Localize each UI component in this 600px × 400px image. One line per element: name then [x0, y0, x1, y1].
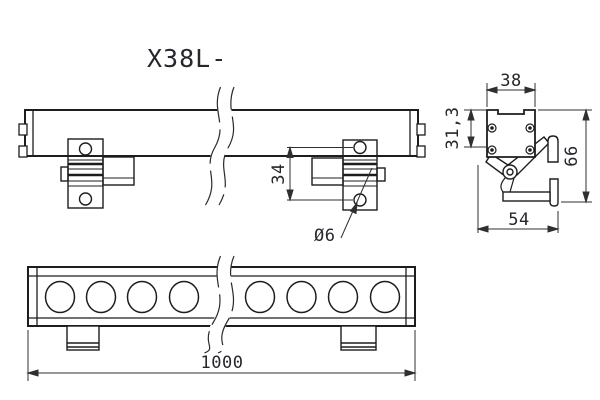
arrowhead	[467, 136, 475, 149]
led-lens	[244, 280, 276, 314]
arrowhead	[286, 189, 294, 202]
hinge-knuckle-right	[343, 159, 377, 187]
dim-hole-spacing-label: 34	[269, 163, 289, 184]
bracket-hook-upper	[547, 135, 559, 163]
bracket-pivot-outer	[502, 164, 518, 180]
dim-hole-diameter-label: Ø6	[314, 226, 335, 246]
arrowhead	[476, 225, 489, 233]
arrowhead	[349, 201, 358, 215]
dim-profile-width	[485, 83, 537, 107]
arrowhead	[26, 369, 39, 377]
arrowhead	[524, 86, 537, 94]
side-bracket-right	[311, 139, 386, 211]
hinge-knuckle-left	[68, 159, 103, 187]
bracket-pivot-inner	[506, 168, 514, 176]
bracket-arm-left	[102, 156, 135, 186]
arrowhead	[286, 145, 294, 158]
bracket-tab-left	[60, 166, 69, 182]
led-lens	[168, 280, 200, 314]
bracket-foot-lower	[549, 178, 559, 207]
arrowhead	[485, 86, 498, 94]
arrowhead	[582, 191, 590, 204]
front-break-lines	[204, 253, 235, 360]
led-lens	[126, 280, 158, 314]
bracket-foot-strip	[502, 191, 551, 202]
dim-overall-height-label: 66	[562, 145, 582, 166]
front-view: 1000	[26, 253, 417, 381]
dim-bracket-depth-label: 54	[508, 210, 529, 230]
dim-overall-length	[26, 330, 417, 381]
arrowhead	[467, 108, 475, 121]
led-lens	[327, 280, 359, 314]
bracket-hole	[78, 142, 93, 156]
dim-hole-spacing	[286, 145, 353, 202]
led-lens	[369, 280, 401, 314]
dim-profile-width-label: 38	[500, 71, 521, 91]
model-title: X38L-	[147, 44, 227, 73]
mounting-foot-left	[66, 325, 100, 351]
bracket-hole	[78, 192, 93, 206]
mounting-foot-right	[340, 325, 377, 351]
led-lens	[44, 280, 76, 314]
led-lens	[85, 280, 117, 314]
dim-overall-length-label: 1000	[201, 353, 244, 373]
bracket-hole	[353, 140, 367, 155]
side-end-clips	[18, 123, 426, 158]
section-profile-outline	[486, 109, 536, 158]
side-break-lines	[204, 84, 235, 209]
bracket-arm-right	[311, 157, 344, 186]
arrowhead	[404, 369, 417, 377]
section-view: 38 31,3 66 54	[443, 71, 592, 233]
mounting-feet	[66, 325, 377, 351]
dim-overall-height	[538, 108, 592, 204]
led-lenses	[44, 280, 401, 314]
arrowhead	[582, 108, 590, 121]
dim-profile-height-label: 31,3	[443, 107, 463, 150]
side-view: 34 Ø6	[18, 84, 426, 246]
section-screw-ports	[487, 123, 535, 155]
led-lens	[286, 280, 317, 314]
arrowhead	[547, 225, 560, 233]
dim-bracket-depth	[476, 165, 560, 233]
bracket-tab-right	[376, 167, 386, 182]
side-bracket-left	[60, 138, 135, 209]
dim-profile-height	[464, 108, 486, 149]
dim-hole-diameter-leader	[340, 167, 373, 239]
